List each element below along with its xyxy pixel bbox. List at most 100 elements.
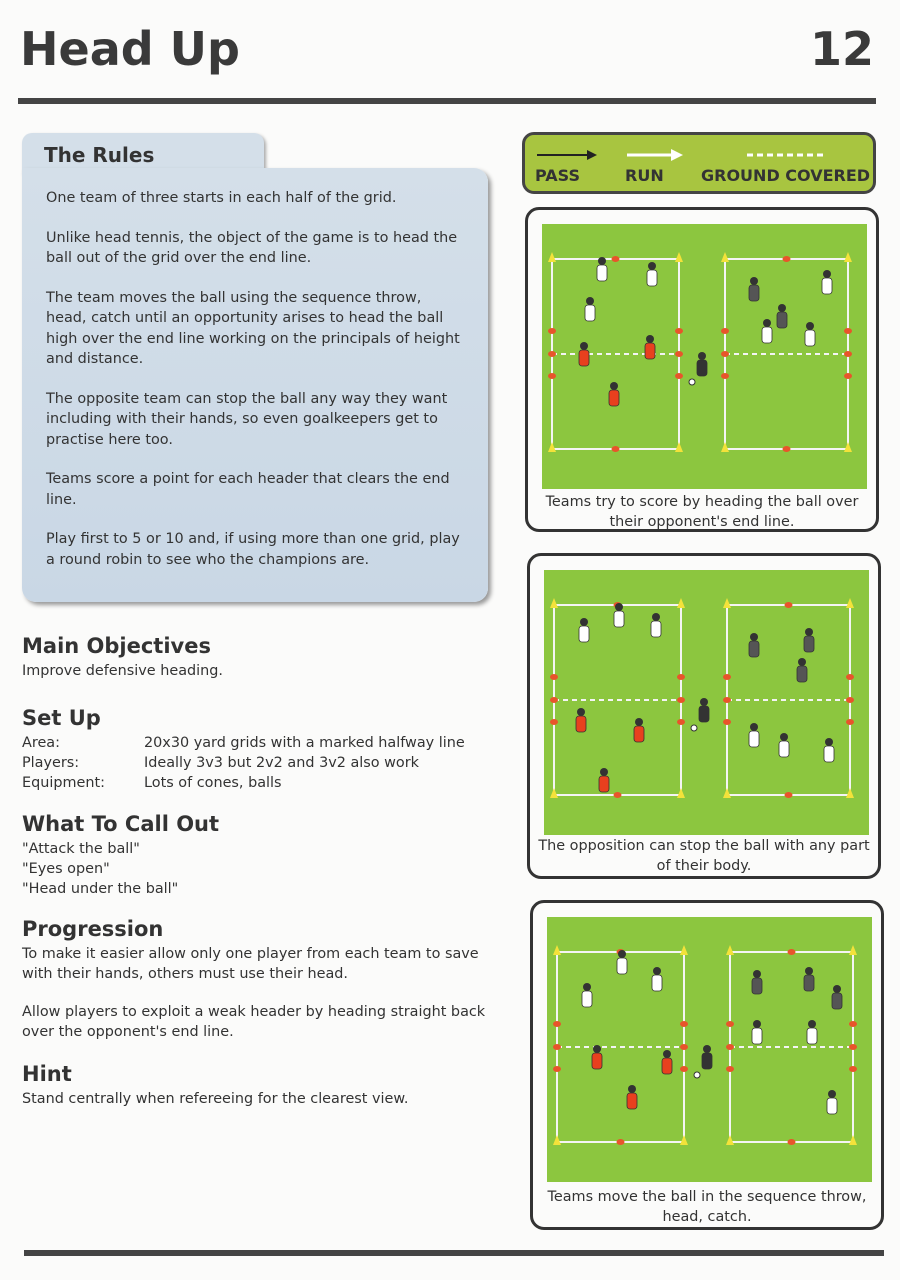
player-head-icon <box>663 1050 671 1058</box>
marker-icon <box>675 328 683 334</box>
player-head-icon <box>646 335 654 343</box>
marker-icon <box>849 1066 857 1072</box>
player-icon <box>796 665 808 683</box>
rules-paragraph: Teams score a point for each header that… <box>46 471 450 508</box>
marker-icon <box>677 719 685 725</box>
player-head-icon <box>598 257 606 265</box>
marker-icon <box>616 1139 625 1145</box>
marker-icon <box>680 1021 688 1027</box>
rules-title: The Rules <box>44 143 155 167</box>
player-head-icon <box>823 270 831 278</box>
progression-paragraph: To make it easier allow only one player … <box>22 946 479 982</box>
player-head-icon <box>750 633 758 641</box>
marker-icon <box>721 351 729 357</box>
call-out-line: "Head under the ball" <box>22 881 179 897</box>
player-head-icon <box>610 382 618 390</box>
rules-paragraph: Play first to 5 or 10 and, if using more… <box>46 531 460 568</box>
player-head-icon <box>586 297 594 305</box>
player-head-icon <box>828 1090 836 1098</box>
main-objectives-section: Main Objectives Improve defensive headin… <box>22 634 502 681</box>
marker-icon <box>553 1066 561 1072</box>
cone-icon <box>726 945 734 955</box>
cone-icon <box>550 598 558 608</box>
player-icon <box>578 625 590 643</box>
player-head-icon <box>806 322 814 330</box>
marker-icon <box>553 1044 561 1050</box>
player-head-icon <box>825 738 833 746</box>
header-divider <box>18 98 876 104</box>
player-icon <box>608 389 620 407</box>
player-head-icon <box>805 967 813 975</box>
setup-label: Players: <box>22 755 80 771</box>
player-head-icon <box>618 950 626 958</box>
player-head-icon <box>778 304 786 312</box>
setup-value: 20x30 yard grids with a marked halfway l… <box>144 735 465 751</box>
marker-icon <box>844 373 852 379</box>
player-head-icon <box>753 1020 761 1028</box>
marker-icon <box>675 351 683 357</box>
player-icon <box>661 1057 673 1075</box>
cone-icon <box>723 598 731 608</box>
marker-icon <box>613 792 622 798</box>
player-head-icon <box>780 733 788 741</box>
player-icon <box>803 635 815 653</box>
diagram-panel-2: The opposition can stop the ball with an… <box>527 553 881 879</box>
marker-icon <box>611 256 620 262</box>
player-head-icon <box>753 970 761 978</box>
cone-icon <box>844 442 852 452</box>
cone-icon <box>675 442 683 452</box>
rules-paragraph: Unlike head tennis, the object of the ga… <box>46 229 458 267</box>
player-icon <box>804 329 816 347</box>
marker-icon <box>675 373 683 379</box>
pass-arrow-icon <box>537 150 597 160</box>
setup-row: Equipment:Lots of cones, balls <box>22 773 502 793</box>
player-head-icon <box>808 1020 816 1028</box>
hint-section: Hint Stand centrally when refereeing for… <box>22 1062 502 1109</box>
player-icon <box>644 342 656 360</box>
player-icon <box>578 349 590 367</box>
cone-icon <box>844 252 852 262</box>
player-head-icon <box>805 628 813 636</box>
player-icon <box>626 1092 638 1110</box>
diagram-caption: Teams move the ball in the sequence thro… <box>547 1189 867 1225</box>
player-icon <box>584 304 596 322</box>
cone-icon <box>553 945 561 955</box>
cone-icon <box>721 252 729 262</box>
player-icon <box>596 264 608 282</box>
legend: PASS RUN GROUND COVERED <box>522 132 876 194</box>
player-head-icon <box>593 1045 601 1053</box>
player-icon <box>616 957 628 975</box>
cone-icon <box>721 442 729 452</box>
set-up-heading: Set Up <box>22 706 101 730</box>
marker-icon <box>723 697 731 703</box>
marker-icon <box>726 1044 734 1050</box>
setup-label: Equipment: <box>22 775 105 791</box>
marker-icon <box>611 446 620 452</box>
ball-icon <box>688 378 696 386</box>
rules-paragraph: The team moves the ball using the sequen… <box>46 289 460 368</box>
player-head-icon <box>580 618 588 626</box>
player-head-icon <box>833 985 841 993</box>
set-up-section: Set Up Area: 20x30 yard grids with a mark… <box>22 706 502 793</box>
marker-icon <box>550 719 558 725</box>
setup-row: Area: 20x30 yard grids with a marked half… <box>22 733 502 753</box>
marker-icon <box>846 719 854 725</box>
legend-pass: PASS <box>535 166 580 185</box>
player-head-icon <box>652 613 660 621</box>
call-out-line: "Attack the ball" <box>22 841 140 857</box>
call-out-heading: What To Call Out <box>22 812 220 836</box>
player-head-icon <box>653 967 661 975</box>
marker-icon <box>550 697 558 703</box>
player-head-icon <box>635 718 643 726</box>
player-icon <box>778 740 790 758</box>
marker-icon <box>548 328 556 334</box>
player-icon <box>748 284 760 302</box>
marker-icon <box>846 697 854 703</box>
player-head-icon <box>798 658 806 666</box>
player-head-icon <box>703 1045 711 1053</box>
player-icon <box>651 974 663 992</box>
marker-icon <box>787 1139 796 1145</box>
marker-icon <box>844 328 852 334</box>
setup-label: Area: <box>22 735 60 751</box>
player-icon <box>633 725 645 743</box>
